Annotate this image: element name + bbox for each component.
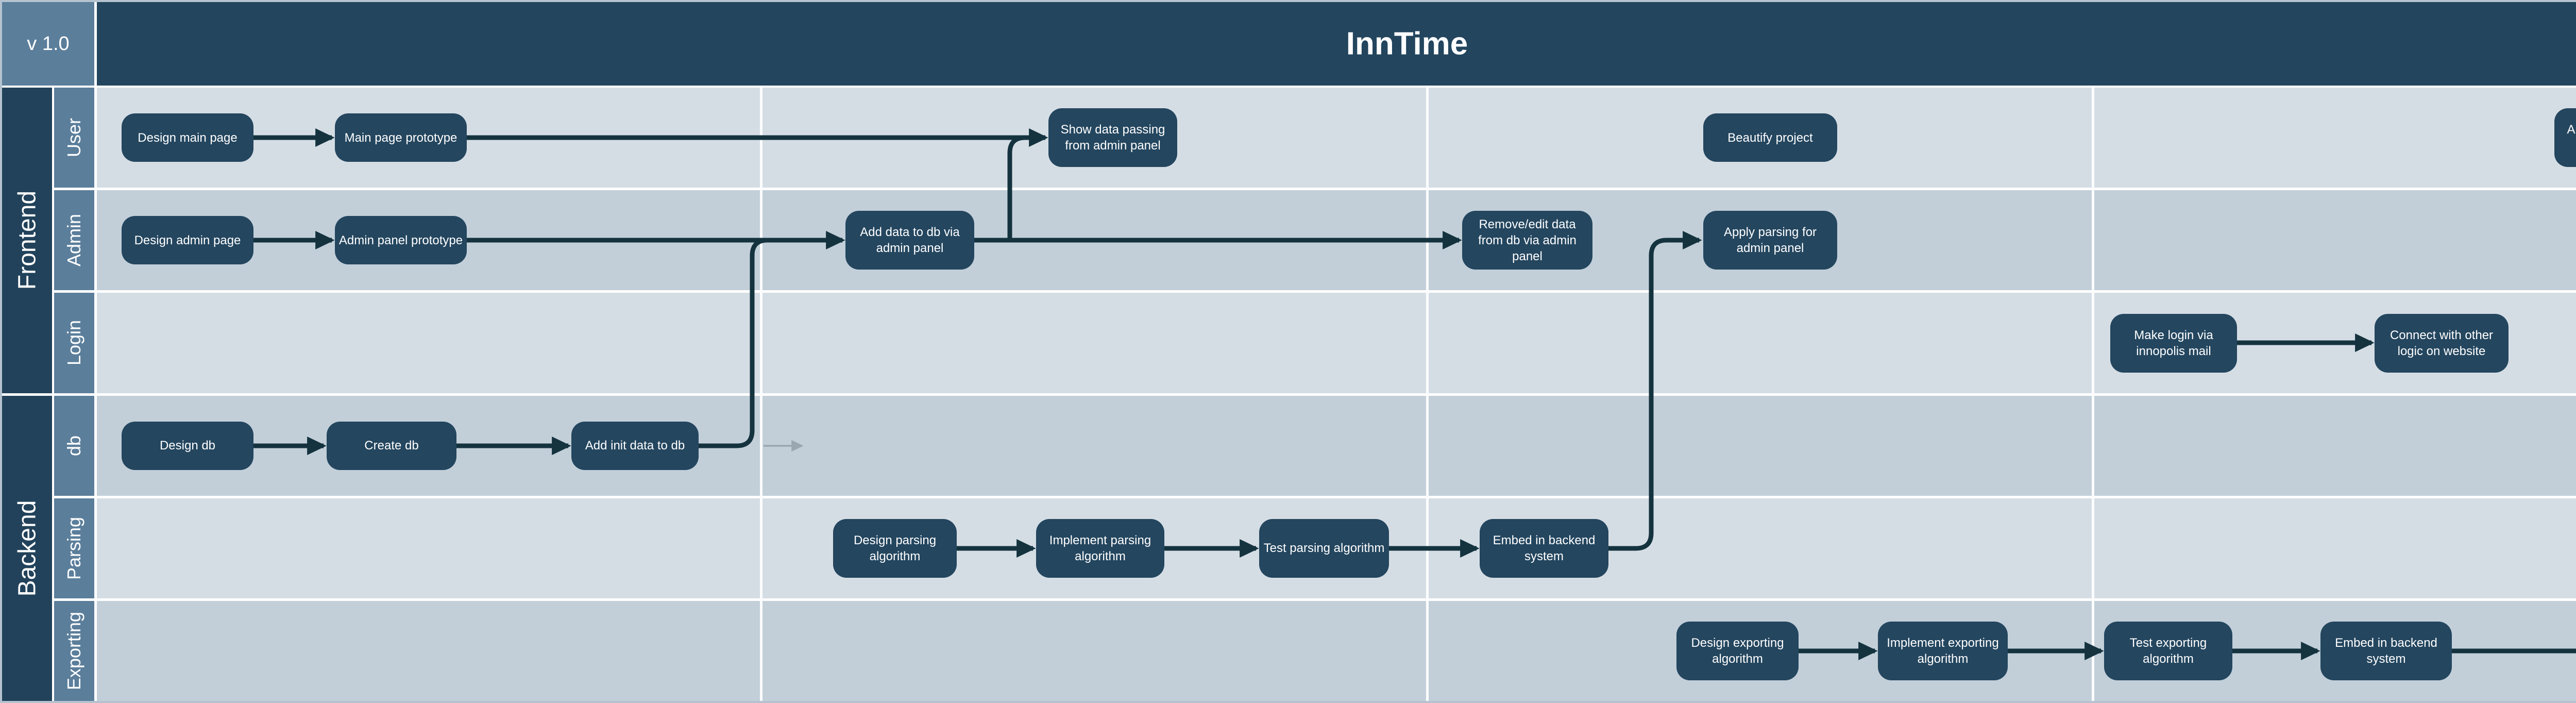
lane-label-text: db [63, 435, 84, 456]
task-box[interactable]: Beautify project [1703, 113, 1837, 162]
task-box[interactable]: Add init data to db [571, 421, 699, 470]
group-label-backend: Backend [2, 395, 52, 701]
lane-label-exporting: Exporting [54, 601, 94, 701]
lane-label-login: Login [54, 293, 94, 393]
task-box[interactable]: Design exporting algorithm [1676, 622, 1799, 681]
task-box[interactable]: Remove/edit data from db via admin panel [1462, 211, 1592, 270]
task-box[interactable]: Design main page [122, 113, 253, 162]
task-box[interactable]: Test parsing algorithm [1259, 518, 1389, 578]
column-divider-2 [1426, 88, 1429, 701]
version-label: v 1.0 [27, 32, 70, 55]
task-box[interactable]: Add data to db via admin panel [845, 211, 974, 270]
task-box[interactable]: Implement exporting algorithm [1878, 622, 2008, 681]
task-box[interactable]: Make login via innopolis mail [2110, 313, 2237, 373]
task-box[interactable]: Implement parsing algorithm [1036, 518, 1164, 578]
group-label-text: Backend [13, 500, 41, 597]
task-box[interactable]: Embed in backend system [2320, 622, 2452, 681]
task-box[interactable]: Connect with other logic on website [2375, 313, 2509, 373]
lane-label-admin: Admin [54, 190, 94, 291]
lane-label-db: db [54, 395, 94, 496]
task-box[interactable]: Design parsing algorithm [833, 518, 957, 578]
lane-row-user [97, 88, 2576, 188]
group-label-text: Frontend [13, 191, 41, 290]
lane-label-text: Exporting [63, 612, 84, 691]
lane-row-db [97, 395, 2576, 496]
version-cell: v 1.0 [2, 2, 94, 86]
lane-row-admin [97, 190, 2576, 291]
group-label-frontend: Frontend [2, 88, 52, 393]
task-box[interactable]: Apply parsing for admin panel [1703, 211, 1837, 270]
frame-bottom [0, 701, 2576, 703]
lane-label-user: User [54, 88, 94, 188]
column-divider-1 [759, 88, 762, 701]
column-divider-3 [2091, 88, 2094, 701]
diagram-header: InnTime [97, 2, 2576, 86]
task-box[interactable]: Show data passing from admin panel [1048, 108, 1177, 168]
lane-label-parsing: Parsing [54, 498, 94, 598]
frame-left [0, 0, 2, 703]
task-box[interactable]: Create db [327, 421, 456, 470]
lane-label-text: Login [63, 320, 84, 366]
lane-label-text: Admin [63, 214, 84, 267]
task-box[interactable]: Test exporting algorithm [2104, 622, 2232, 681]
lane-label-text: Parsing [63, 516, 84, 580]
frame-top [0, 0, 2576, 2]
task-box[interactable]: Embed in backend system [1480, 518, 1608, 578]
task-box[interactable]: Admin panel prototype [335, 216, 467, 265]
diagram-title: InnTime [1346, 26, 1468, 62]
task-box[interactable]: Main page prototype [335, 113, 467, 162]
lane-label-text: User [63, 118, 84, 158]
task-box[interactable]: Apply exporting for main page [2554, 108, 2576, 168]
task-box[interactable]: Design db [122, 421, 253, 470]
task-box[interactable]: Design admin page [122, 216, 253, 265]
